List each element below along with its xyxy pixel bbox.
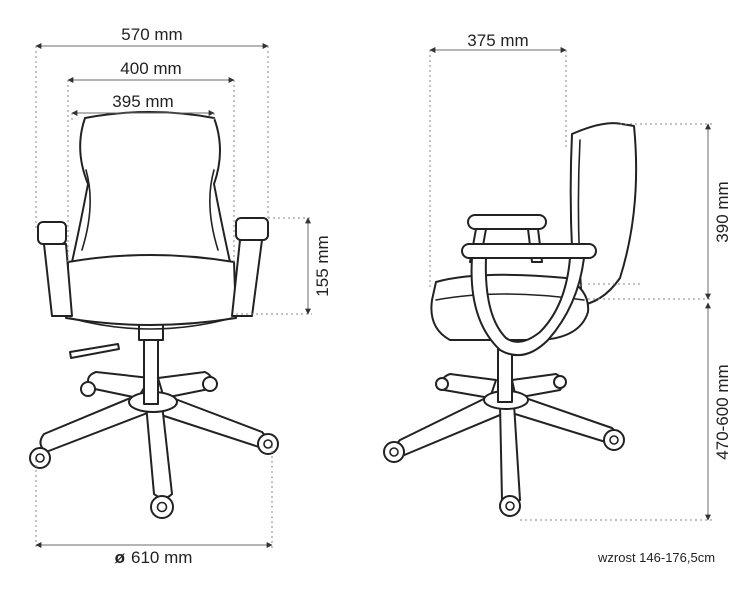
label-width-back: 395 mm — [112, 92, 173, 111]
side-armrest — [461, 214, 597, 357]
front-height-lever — [69, 343, 120, 359]
front-dimension-labels: 570 mm 400 mm 395 mm 155 mm ø 610 mm — [112, 25, 332, 567]
side-dimension-lines — [429, 47, 712, 521]
front-backrest — [71, 111, 231, 263]
front-gas-lift — [138, 323, 164, 405]
front-dimension-lines — [35, 43, 312, 548]
label-depth: 375 mm — [467, 31, 528, 50]
label-back-height: 390 mm — [713, 181, 732, 242]
front-seat — [65, 254, 237, 330]
label-seat-height: 470-600 mm — [713, 364, 732, 459]
label-armrest-height: 155 mm — [313, 235, 332, 296]
front-armrests — [37, 217, 269, 317]
label-width-total: 570 mm — [121, 25, 182, 44]
front-casters — [29, 376, 279, 519]
label-base-diameter: 610 mm — [131, 548, 192, 567]
front-view-chair — [29, 111, 279, 519]
side-base — [383, 373, 625, 517]
height-range-caption: wzrost 146-176,5cm — [598, 550, 716, 565]
label-width-seat: 400 mm — [120, 59, 181, 78]
side-view-chair — [383, 122, 638, 517]
label-diameter-symbol: ø — [115, 548, 126, 567]
side-dimension-labels: 375 mm 390 mm 470-600 mm — [467, 31, 732, 460]
